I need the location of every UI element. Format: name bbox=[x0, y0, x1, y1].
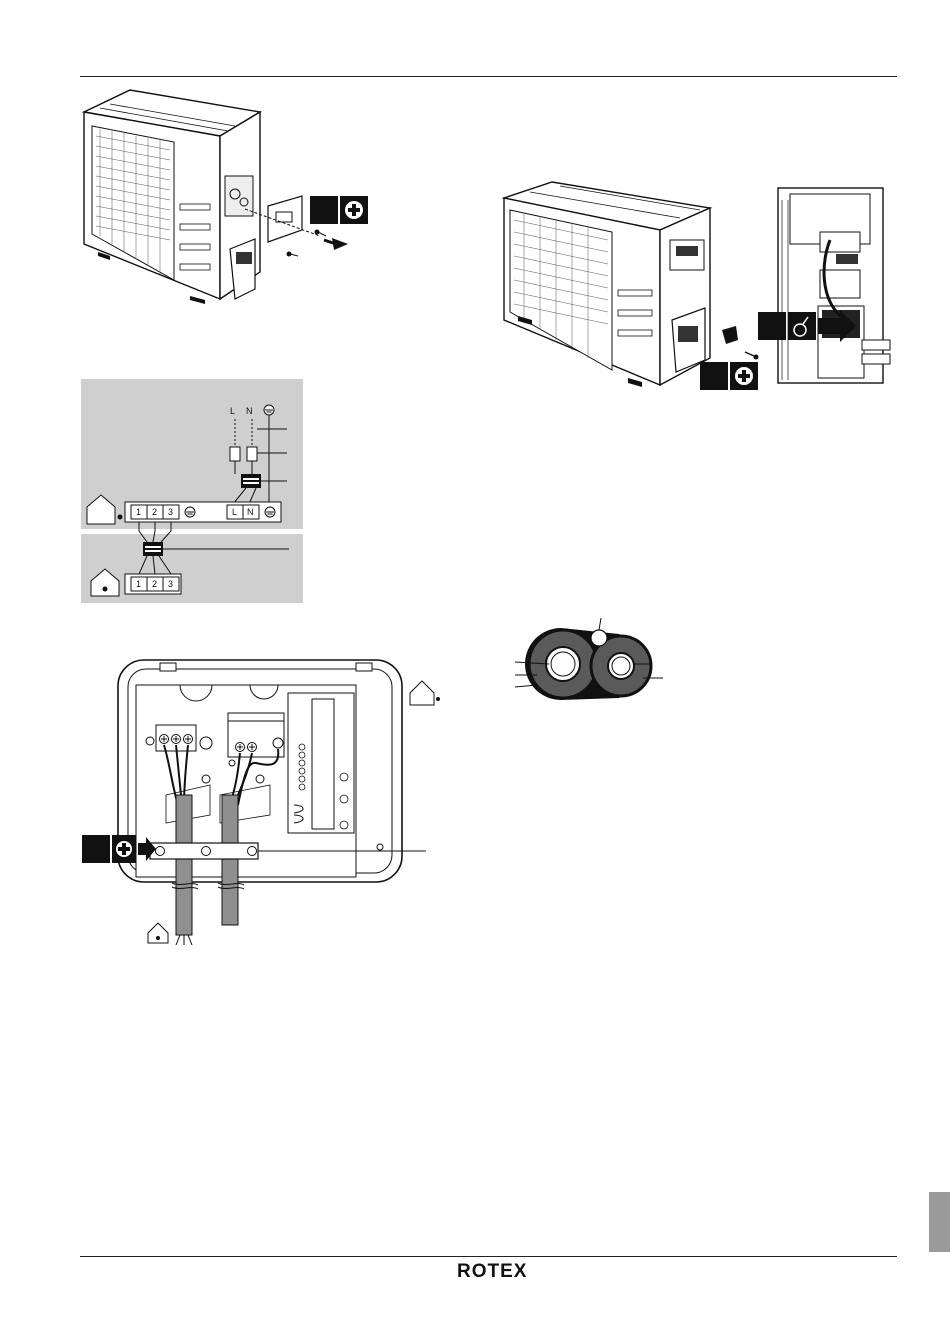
terminal-neutral: N bbox=[247, 507, 254, 517]
ground-symbol-icon bbox=[265, 507, 275, 517]
indoor-unit-house-icon bbox=[410, 681, 440, 705]
terminal-1-outdoor: 1 bbox=[136, 507, 141, 517]
cable-tie-icon bbox=[758, 310, 856, 342]
indoor-unit-house-icon bbox=[148, 923, 168, 943]
ground-symbol-icon bbox=[185, 507, 195, 517]
terminal-3-indoor: 3 bbox=[168, 579, 173, 589]
terminal-1-indoor: 1 bbox=[136, 579, 141, 589]
terminal-2-outdoor: 2 bbox=[152, 507, 157, 517]
figure-switch-box-wiring bbox=[80, 655, 440, 945]
ground-symbol-icon bbox=[264, 405, 274, 415]
figure-pipe-insulation bbox=[515, 612, 665, 707]
phillips-screwdriver-icon bbox=[700, 362, 758, 390]
phillips-screwdriver-icon bbox=[310, 196, 368, 224]
terminal-2-indoor: 2 bbox=[152, 579, 157, 589]
footer-rule bbox=[80, 1256, 897, 1257]
brand-logo: ROTEX bbox=[457, 1261, 527, 1283]
header-rule bbox=[80, 76, 897, 77]
supply-label-neutral: N bbox=[246, 406, 253, 416]
terminal-3-outdoor: 3 bbox=[168, 507, 173, 517]
wiring-schematic: L N 1 2 3 L N 1 2 3 bbox=[81, 379, 303, 603]
terminal-live: L bbox=[232, 507, 237, 517]
chapter-tab bbox=[929, 1192, 950, 1252]
figure-cable-clamp-outdoor-unit bbox=[500, 180, 895, 395]
figure-remove-service-cover bbox=[70, 84, 370, 314]
supply-label-live: L bbox=[230, 406, 235, 416]
